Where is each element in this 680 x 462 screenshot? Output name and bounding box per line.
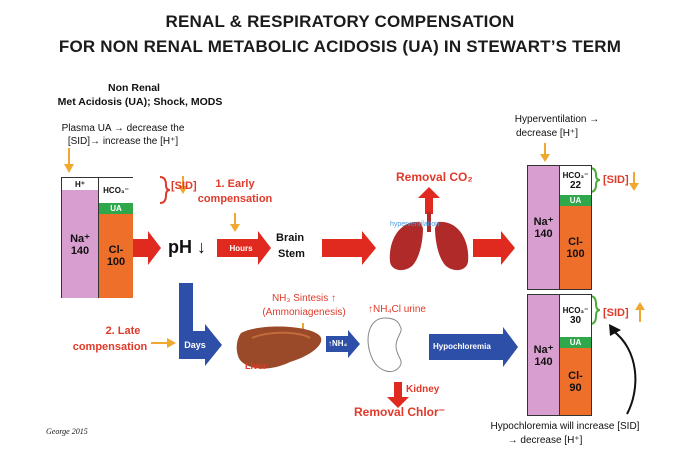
gram-left-na-value: 140: [70, 244, 90, 257]
ph-text: pH: [168, 237, 192, 257]
red-arrow-to-gram-top: [473, 231, 515, 265]
curved-arrow-to-gram-bottom: [611, 329, 637, 415]
gram-left-hco3: HCO₃⁻: [98, 178, 133, 203]
gram-bottom-cl-label: Cl-: [568, 369, 583, 382]
late-label-2: compensation: [72, 341, 148, 353]
gram-top-cl-value: 100: [566, 247, 585, 260]
red-arrow-chlor-down: [387, 382, 409, 408]
lungs-label: hyperventilation: [390, 221, 440, 228]
gram-left-cl-label: Cl-: [108, 244, 124, 256]
gamblegram-top: Na⁺ 140 HCO₃⁻ 22 UA Cl- 100: [527, 165, 592, 290]
early-label-2: compensation: [197, 193, 273, 205]
red-arrow-co2-up: [418, 187, 440, 214]
sid-bracket-left: [159, 176, 171, 204]
removal-co2-label: Removal CO₂: [396, 170, 473, 184]
hours-label: Hours: [229, 244, 253, 253]
credit-label: George 2015: [46, 427, 88, 436]
gram-left-cl-value: 100: [106, 256, 126, 268]
nh4cl-label: ↑NH₄Cl urine: [368, 304, 426, 315]
gram-top-caption-2: decrease [H⁺]: [516, 128, 578, 139]
gram-top-caption-1: Hyperventilation →: [514, 114, 600, 125]
sid-left-label: [SID]: [171, 180, 197, 192]
origin-note-2: [SID]→ increase the [H⁺]: [67, 136, 179, 147]
gram-left-na-label: Na⁺: [70, 232, 90, 245]
sid-bottom-label: [SID]: [603, 307, 629, 319]
title-line-1: RENAL & RESPIRATORY COMPENSATION: [165, 12, 515, 31]
liver-image: [236, 326, 322, 369]
gram-left-cl: Cl- 100: [98, 214, 133, 298]
gram-bottom-cl-value: 90: [569, 381, 582, 394]
gram-bottom-hco3-value: 30: [569, 315, 582, 326]
gram-top-ua: UA: [559, 195, 591, 206]
lungs-image: [389, 212, 469, 271]
gram-left-h: H⁺: [62, 178, 98, 190]
origin-note-1: Plasma UA → decrease the: [61, 123, 185, 134]
red-arrow-to-lungs: [322, 231, 376, 265]
gamblegram-left: H⁺ Na⁺ 140 HCO₃⁻ UA Cl- 100: [61, 177, 133, 298]
gram-bottom-cl: Cl- 90: [559, 348, 591, 415]
days-label: Days: [184, 340, 206, 350]
gram-bottom-caption-2: → decrease [H⁺]: [507, 435, 583, 446]
liver-label: Liver: [245, 361, 267, 371]
sid-bracket-top: [589, 167, 601, 193]
ph-arrow: ↓: [197, 237, 207, 257]
hypochloremia-label: Hypochloremia: [433, 342, 491, 351]
kidney-image: [367, 317, 402, 373]
gram-top-hco3-value: 22: [569, 179, 582, 191]
gram-top-hco3: HCO₃⁻ 22: [559, 166, 591, 195]
gram-top-cl-label: Cl-: [568, 235, 583, 248]
kidney-label: Kidney: [406, 384, 440, 395]
gram-top-na-value: 140: [534, 228, 553, 240]
title-line-2: FOR NON RENAL METABOLIC ACIDOSIS (UA) IN…: [58, 37, 622, 56]
sid-bracket-bottom: [589, 295, 601, 325]
red-arrow-hours: [217, 231, 271, 265]
removal-chlor-label: Removal Chlor⁻: [354, 405, 446, 419]
red-arrow-to-ph: [133, 231, 161, 265]
blue-arrow-days: [179, 283, 222, 366]
ph-label: pH ↓: [168, 237, 206, 258]
gram-bottom-hco3-label: HCO₃⁻: [562, 306, 589, 315]
early-label-1: 1. Early: [215, 178, 255, 190]
origin-line-1: Non Renal: [108, 82, 160, 94]
gram-top-na: Na⁺ 140: [528, 166, 559, 289]
gram-bottom-na-label: Na⁺: [533, 343, 554, 356]
brain-label-1: Brain: [276, 232, 305, 244]
brain-label-2: Stem: [278, 248, 305, 260]
gram-top-cl: Cl- 100: [559, 206, 591, 289]
gram-bottom-na-value: 140: [534, 355, 553, 368]
nh3-label-1: NH₃ Sintesis ↑: [271, 293, 337, 304]
gram-left-ua: UA: [98, 203, 133, 214]
sid-top-label: [SID]: [603, 174, 629, 186]
origin-line-2: Met Acidosis (UA); Shock, MODS: [57, 96, 223, 108]
gram-top-na-label: Na⁺: [533, 216, 554, 228]
gram-bottom-caption-1: Hypochloremia will increase [SID]: [490, 421, 640, 432]
gram-bottom-na: Na⁺ 140: [528, 295, 559, 415]
blue-arrow-nh4: [326, 330, 360, 358]
gram-bottom-ua: UA: [559, 337, 591, 348]
gram-left-na: Na⁺ 140: [62, 190, 98, 298]
gram-bottom-hco3: HCO₃⁻ 30: [559, 295, 591, 337]
late-label-1: 2. Late: [105, 325, 141, 337]
nh4-label: ↑NH₄: [328, 339, 348, 348]
gram-top-hco3-label: HCO₃⁻: [562, 170, 589, 180]
blue-arrow-hypochloremia: [429, 327, 518, 367]
nh3-label-2: (Ammoniagenesis): [262, 307, 346, 318]
gamblegram-bottom: Na⁺ 140 HCO₃⁻ 30 UA Cl- 90: [527, 294, 592, 416]
